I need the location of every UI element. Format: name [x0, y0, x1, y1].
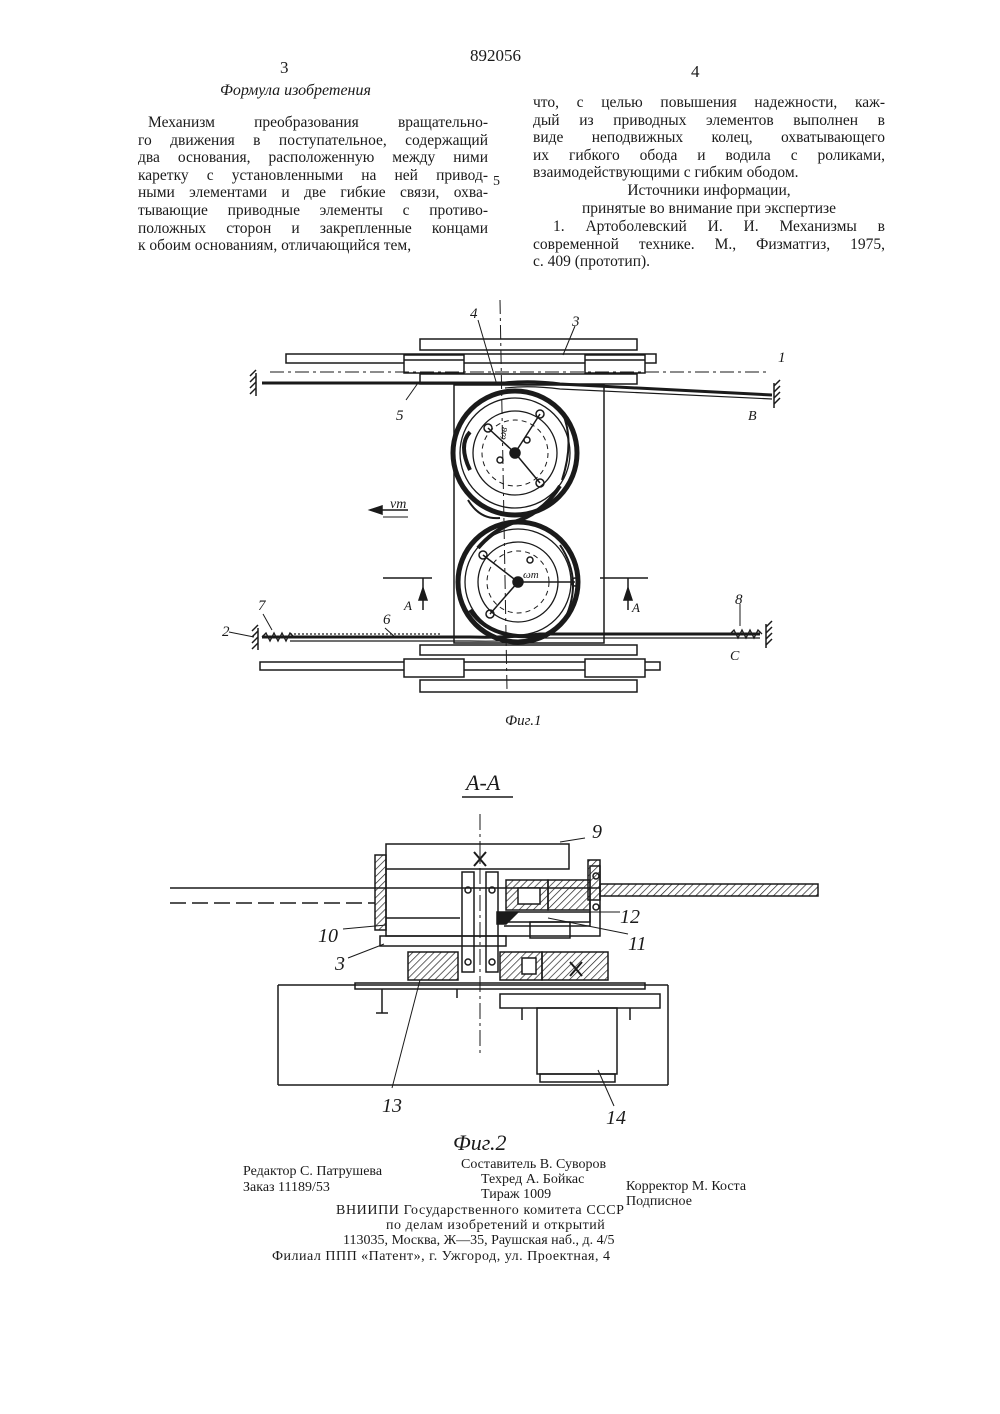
fig1-label-3: 3: [571, 314, 580, 330]
bottom-rail-lower: [419, 679, 638, 693]
sources-title: Источники информации,: [627, 182, 791, 199]
claims-line: дый из приводных элементов выполнен в: [533, 111, 885, 129]
fig1-label-7: 7: [258, 598, 267, 614]
imprint-branch: Филиал ППП «Патент», г. Ужгород, ул. Про…: [272, 1249, 611, 1264]
base-plate-3: [379, 935, 507, 947]
imprint-editor: Редактор С. Патрушева: [243, 1164, 383, 1179]
line-number-marker: 5: [493, 174, 500, 189]
spring-8: [729, 628, 763, 640]
frame-body: [277, 984, 669, 1086]
imprint-compiler: Составитель В. Суворов: [461, 1157, 607, 1172]
imprint-techred: Техред А. Бойкас: [481, 1172, 585, 1187]
fig1-label-A-left: A: [403, 598, 412, 613]
fig2-label-14: 14: [606, 1107, 626, 1129]
fig2-label-9: 9: [592, 821, 602, 843]
source-line: 1. Артоболевский И. И. Механизмы в: [553, 218, 885, 235]
claims-line: Механизм преобразования вращательно-: [148, 114, 488, 131]
fig1-label-5: 5: [396, 408, 404, 424]
claims-continuation: что, с целью повышения надежности, каж- …: [533, 94, 885, 182]
flexible-link-upper: [262, 380, 773, 397]
claims-line: взаимодействующими с гибким ободом.: [533, 164, 799, 182]
fig1-label-A-right: A: [631, 600, 640, 615]
fig1-label-omega-top: ωв: [496, 426, 510, 441]
fig1-label-1: 1: [778, 350, 786, 366]
claims-line: их гибкого обода и водила с роликами,: [533, 146, 885, 164]
claims-line: два основания, расположенную между ними: [138, 149, 488, 167]
sources-list: 1. Артоболевский И. И. Механизмы в совре…: [533, 218, 885, 271]
imprint-subscription: Подписное: [626, 1194, 692, 1209]
figure-1-drawing: [228, 299, 781, 693]
imprint-address: 113035, Москва, Ж—35, Раушская наб., д. …: [343, 1233, 615, 1248]
claims-line: каретку с установленными на ней привод-: [138, 166, 488, 184]
imprint-corrector: Корректор М. Коста: [626, 1179, 747, 1194]
source-line: с. 409 (прототип).: [533, 253, 651, 271]
fig2-label-10: 10: [318, 925, 338, 947]
top-rail-back: [419, 338, 638, 351]
fig1-label-B: B: [748, 409, 757, 424]
fig2-label-12: 12: [620, 906, 640, 928]
bottom-rail-upper: [419, 644, 638, 656]
fig2-label-11: 11: [628, 933, 647, 955]
claims-line: го движения в поступательное, содержащий: [138, 131, 488, 149]
patent-number: 892056: [470, 46, 521, 65]
fig1-label-omega-bottom: ωт: [523, 569, 539, 581]
claims-title: Формула изобретения: [220, 82, 371, 99]
motor-14: [536, 1007, 618, 1075]
spring-7: [261, 631, 295, 643]
top-rail-front: [285, 353, 657, 364]
fig1-label-v: vт: [390, 497, 406, 512]
imprint-organization-sub: по делам изобретений и открытий: [386, 1218, 606, 1233]
source-line: современной технике. М., Физматгиз, 1975…: [533, 235, 885, 253]
imprint-circulation: Тираж 1009: [481, 1187, 552, 1202]
claims-line: тывающие приводные элементы с противо-: [138, 201, 488, 219]
sources-subtitle: принятые во внимание при экспертизе: [581, 200, 837, 217]
claims-line: виде неподвижных колец, охватывающего: [533, 129, 885, 147]
drive-wheel-upper: [450, 388, 580, 518]
top-rail-lower: [419, 373, 638, 385]
imprint-organization: ВНИИПИ Государственного комитета СССР: [336, 1203, 625, 1218]
page-number-left: 3: [280, 58, 289, 77]
fig2-section-title: А-А: [464, 770, 501, 795]
claims-line: положных сторон и закрепленные концами: [138, 219, 488, 237]
claims-line: что, с целью повышения надежности, каж-: [533, 94, 885, 111]
claims-line: ными элементами и две гибкие связи, охва…: [138, 184, 488, 202]
figure-2-drawing: [170, 814, 819, 1107]
fig2-caption: Фиг.2: [453, 1130, 507, 1155]
fig1-caption: Фиг.1: [505, 713, 541, 729]
fig1-label-2: 2: [222, 624, 230, 640]
fig1-label-4: 4: [470, 306, 478, 322]
imprint-order: Заказ 11189/53: [243, 1180, 330, 1195]
claims-text: Механизм преобразования вращательно- го …: [138, 114, 488, 255]
fig1-label-8: 8: [735, 592, 743, 608]
page-number-right: 4: [691, 62, 700, 81]
fig1-label-C: C: [730, 649, 740, 664]
claims-line: к обоим основаниям, отличающийся тем,: [138, 237, 412, 255]
fig1-label-6: 6: [383, 612, 391, 628]
fig2-label-3: 3: [334, 953, 345, 975]
fig2-label-13: 13: [382, 1095, 402, 1117]
